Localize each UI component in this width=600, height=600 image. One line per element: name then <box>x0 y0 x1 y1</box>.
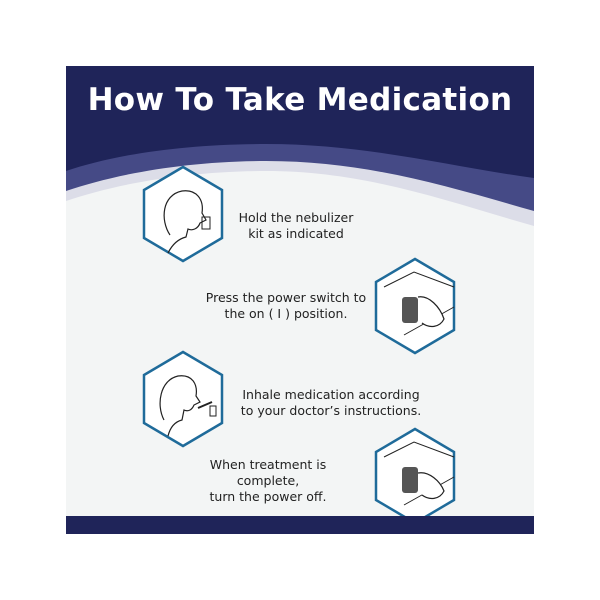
step-4-text: When treatment is complete, turn the pow… <box>178 457 358 505</box>
finger-pressing-switch-icon <box>374 427 456 525</box>
person-holding-nebulizer-icon <box>142 165 224 263</box>
finger-pressing-switch-icon <box>374 257 456 355</box>
page-title: How To Take Medication <box>87 82 513 118</box>
person-inhaling-icon <box>142 350 224 448</box>
step-4-line-2: turn the power off. <box>209 489 327 504</box>
infographic-panel: How To Take Medication Hold the nebulize… <box>66 66 534 534</box>
step-1-line-2: kit as indicated <box>248 226 344 241</box>
step-3-text: Inhale medication according to your doct… <box>231 387 431 419</box>
step-4-line-1: When treatment is complete, <box>209 457 327 488</box>
step-2-line-1: Press the power switch to <box>205 290 367 305</box>
header-banner <box>66 66 534 226</box>
step-1-line-1: Hold the nebulizer <box>238 210 354 225</box>
step-2-line-2: the on ( I ) position. <box>224 306 348 321</box>
step-2-text: Press the power switch to the on ( I ) p… <box>196 290 376 322</box>
step-3-line-1: Inhale medication according <box>242 387 420 402</box>
footer-band <box>66 516 534 534</box>
step-1-text: Hold the nebulizer kit as indicated <box>216 210 376 242</box>
step-3-line-2: to your doctor’s instructions. <box>240 403 422 418</box>
